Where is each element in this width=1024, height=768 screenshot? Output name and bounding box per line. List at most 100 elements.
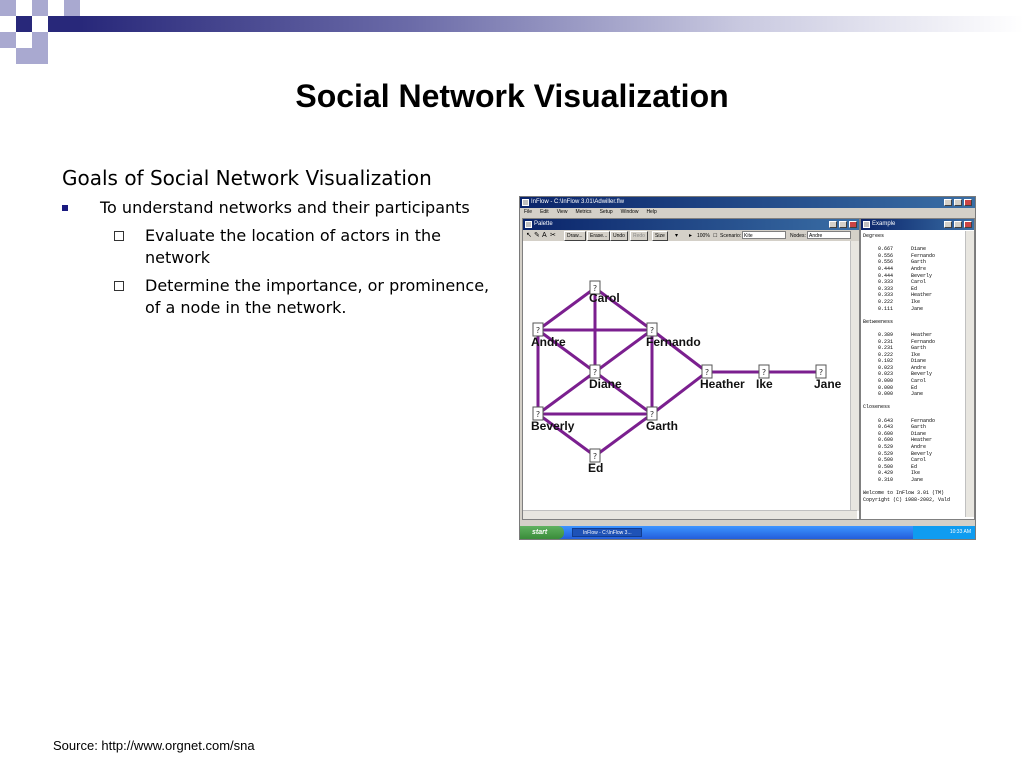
network-node-garth[interactable]: ?Garth — [646, 406, 678, 433]
redo-button[interactable]: Redo — [630, 231, 648, 241]
network-node-beverly[interactable]: ?Beverly — [531, 406, 575, 433]
palette-close-button[interactable] — [849, 221, 857, 228]
menu-file[interactable]: File — [524, 209, 533, 215]
menu-view[interactable]: View — [556, 209, 568, 215]
node-marker-icon — [532, 406, 544, 421]
menu-edit[interactable]: Edit — [540, 209, 549, 215]
pointer-icon[interactable]: ↖ — [526, 232, 532, 239]
network-edge — [594, 370, 653, 416]
clock: 10:33 AM — [949, 529, 971, 535]
spin-down-icon[interactable]: ▾ — [675, 233, 679, 239]
palette-toolbar: ↖ ✎ A ✂ Draw... Erase... Undo Redo Size … — [523, 230, 859, 241]
node-marker-icon — [646, 406, 658, 421]
network-edge — [537, 412, 596, 458]
node-label: Jane — [814, 377, 842, 391]
deco-square — [16, 16, 32, 32]
palette-title-bar: Palette — [523, 219, 859, 230]
stats-scrollbar[interactable] — [965, 231, 974, 517]
nodes-label: Nodes: — [790, 233, 806, 239]
sub-bullet-text: Evaluate the location of actors in the n… — [145, 226, 441, 267]
network-node-carol[interactable]: ?Carol — [589, 280, 620, 305]
horizontal-scrollbar[interactable] — [523, 510, 857, 519]
task-button[interactable]: InFlow - C:\InFlow 3... — [572, 528, 642, 537]
letter-a-icon[interactable]: A — [542, 232, 547, 239]
network-edge — [537, 286, 596, 332]
node-marker-icon — [589, 448, 601, 463]
size-button[interactable]: Size — [652, 231, 668, 241]
sub-bullet: Determine the importance, or prominence,… — [62, 275, 502, 319]
network-canvas[interactable]: ?Carol?Andre?Fernando?Diane?Heather?Ike?… — [523, 241, 857, 509]
deco-square — [48, 16, 64, 32]
sub-bullet-text: Determine the importance, or prominence,… — [145, 276, 490, 317]
node-marker-icon — [815, 364, 827, 379]
stats-minimize-button[interactable] — [944, 221, 952, 228]
palette-minimize-button[interactable] — [829, 221, 837, 228]
stats-maximize-button[interactable] — [954, 221, 962, 228]
zoom-level: 100% — [697, 233, 710, 239]
app-title-bar: InFlow - C:\InFlow 3.01\Adwiller.flw — [520, 197, 975, 208]
hollow-square-bullet-icon — [114, 231, 124, 241]
vertical-scrollbar[interactable] — [850, 241, 859, 511]
deco-square — [32, 0, 48, 16]
person-icon: ? — [536, 326, 540, 335]
app-title: InFlow - C:\InFlow 3.01\Adwiller.flw — [531, 199, 625, 205]
stats-icon — [863, 221, 870, 228]
app-icon — [522, 199, 529, 206]
menu-help[interactable]: Help — [646, 209, 657, 215]
network-node-jane[interactable]: ?Jane — [814, 364, 842, 391]
node-marker-icon — [646, 322, 658, 337]
square-bullet-icon — [62, 205, 68, 211]
node-label: Diane — [589, 377, 622, 391]
person-icon: ? — [705, 368, 709, 377]
deco-square — [64, 16, 80, 32]
network-node-ike[interactable]: ?Ike — [756, 364, 773, 391]
start-button[interactable]: start — [520, 526, 564, 539]
spin-up-icon[interactable]: ▸ — [689, 233, 693, 239]
network-node-fernando[interactable]: ?Fernando — [646, 322, 701, 349]
node-marker-icon — [758, 364, 770, 379]
scenario-select[interactable]: Kite — [742, 231, 786, 239]
network-edge — [537, 328, 596, 374]
taskbar: start InFlow - C:\InFlow 3... 10:33 AM — [520, 526, 975, 539]
network-node-ed[interactable]: ?Ed — [588, 448, 603, 475]
system-tray: 10:33 AM — [913, 526, 975, 539]
nodes-select[interactable]: Andre — [807, 231, 851, 239]
node-label: Beverly — [531, 419, 575, 433]
maximize-button[interactable] — [954, 199, 962, 206]
cut-icon[interactable]: ✂ — [550, 232, 556, 239]
palette-maximize-button[interactable] — [839, 221, 847, 228]
network-node-andre[interactable]: ?Andre — [531, 322, 566, 349]
node-label: Garth — [646, 419, 678, 433]
menu-setup[interactable]: Setup — [599, 209, 613, 215]
person-icon: ? — [593, 368, 597, 377]
menu-window[interactable]: Window — [620, 209, 639, 215]
node-marker-icon — [589, 364, 601, 379]
network-node-diane[interactable]: ?Diane — [589, 364, 622, 391]
sub-bullet: Evaluate the location of actors in the n… — [62, 225, 502, 269]
erase-button[interactable]: Erase... — [587, 231, 611, 241]
undo-button[interactable]: Undo — [610, 231, 628, 241]
network-node-heather[interactable]: ?Heather — [700, 364, 745, 391]
network-graph: ?Carol?Andre?Fernando?Diane?Heather?Ike?… — [531, 280, 842, 475]
stats-close-button[interactable] — [964, 221, 972, 228]
menu-metrics[interactable]: Metrics — [575, 209, 592, 215]
hollow-square-bullet-icon — [114, 281, 124, 291]
main-bullet: To understand networks and their partici… — [62, 197, 502, 219]
palette-window: Palette ↖ ✎ A ✂ Draw... Erase... Undo Re… — [522, 218, 860, 520]
person-icon: ? — [650, 326, 654, 335]
minimize-button[interactable] — [944, 199, 952, 206]
network-edge — [594, 412, 653, 458]
node-marker-icon — [701, 364, 713, 379]
stats-title: Example — [872, 221, 896, 227]
main-bullet-text: To understand networks and their partici… — [100, 198, 470, 217]
deco-square — [32, 32, 48, 48]
pencil-icon[interactable]: ✎ — [534, 232, 540, 239]
node-marker-icon — [589, 280, 601, 295]
node-label: Ike — [756, 377, 773, 391]
palette-title: Palette — [534, 221, 553, 227]
palette-icon — [525, 221, 532, 228]
goals-heading: Goals of Social Network Visualization — [62, 166, 432, 190]
scenario-checkbox[interactable]: ☐ — [713, 233, 718, 239]
close-button[interactable] — [964, 199, 972, 206]
draw-button[interactable]: Draw... — [564, 231, 586, 241]
